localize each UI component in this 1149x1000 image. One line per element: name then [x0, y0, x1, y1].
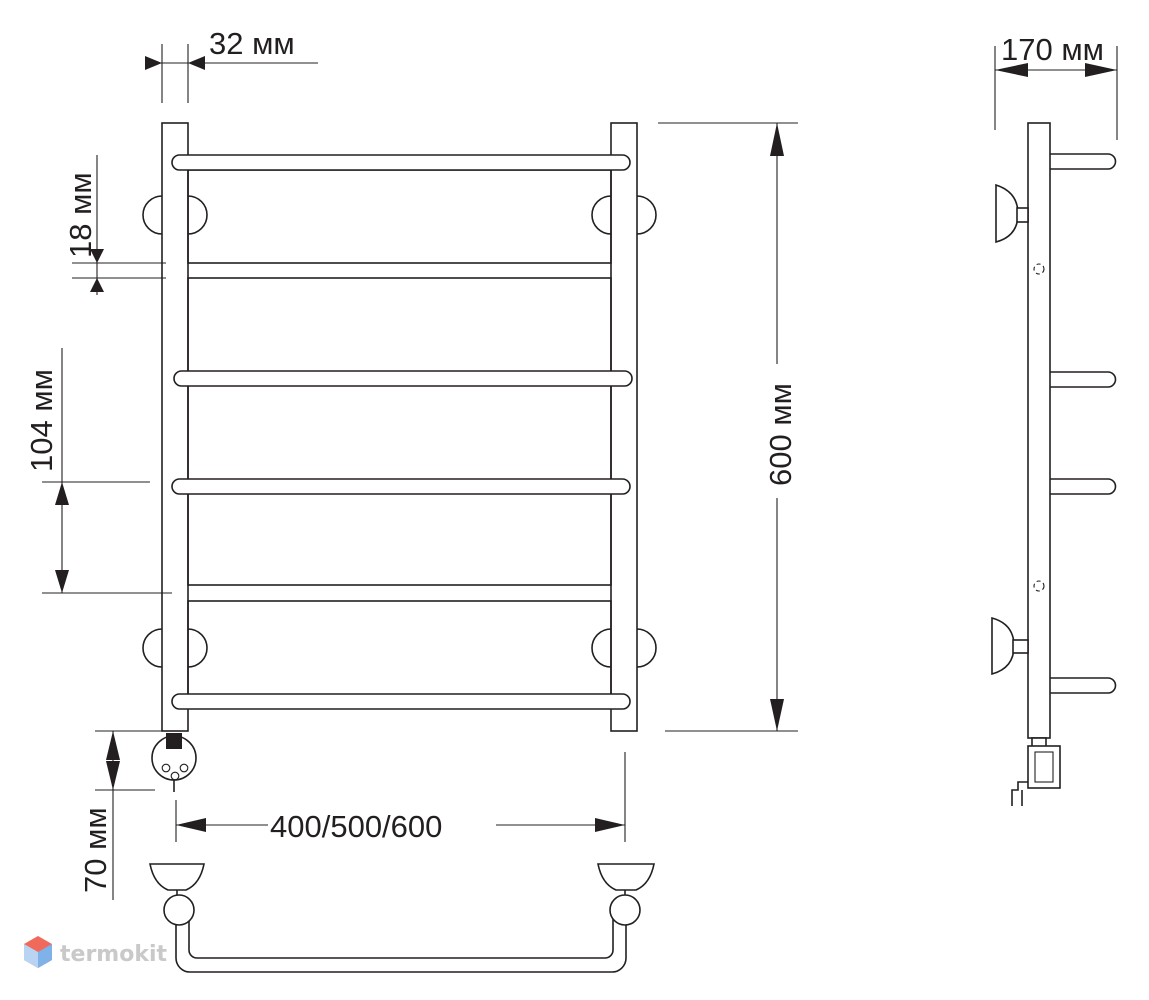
front-view [142, 122, 657, 792]
side-mount-bottom [991, 616, 1015, 676]
dimension-gap: 18 мм [63, 155, 166, 295]
left-post [161, 122, 189, 732]
dim-pipe-label: 32 мм [209, 26, 295, 61]
side-view [991, 122, 1117, 806]
dimension-pitch: 104 мм [24, 348, 172, 594]
side-rung-1 [1050, 153, 1117, 170]
right-post [610, 122, 638, 732]
heater-unit [151, 733, 197, 792]
dim-offset-label: 70 мм [78, 807, 113, 893]
top-view-bracket-left [149, 863, 205, 891]
rung-4 [171, 693, 631, 710]
side-mount-top [995, 183, 1019, 244]
side-rung-2 [1050, 371, 1117, 388]
dim-pitch-label: 104 мм [24, 369, 59, 472]
mount-top-right [591, 195, 612, 235]
side-heater [1011, 737, 1061, 806]
watermark: termokit [24, 936, 167, 968]
side-rung-3 [1050, 478, 1117, 495]
dim-height-label: 600 мм [763, 383, 798, 486]
rung-1 [171, 154, 631, 171]
mount-bottom-right [591, 628, 612, 668]
dimension-offset: 70 мм [78, 730, 162, 900]
mount-bottom-left [142, 628, 163, 668]
rung-3 [171, 478, 631, 495]
dimension-height: 600 мм [658, 122, 798, 732]
mount-top-left [142, 195, 163, 235]
side-view-post [1027, 122, 1051, 739]
dimension-pipe: 32 мм [145, 26, 318, 103]
top-view-rail [175, 905, 627, 973]
top-view [149, 863, 655, 973]
dim-depth-label: 170 мм [1001, 32, 1104, 67]
dim-width-label: 400/500/600 [270, 809, 442, 844]
watermark-text: termokit [60, 942, 167, 967]
dim-gap-label: 18 мм [63, 172, 98, 258]
panel-2 [187, 277, 612, 586]
side-rung-4 [1050, 677, 1117, 694]
panel-3 [187, 600, 612, 696]
dimension-depth: 170 мм [994, 32, 1118, 140]
rung-2 [173, 370, 633, 387]
dimension-width: 400/500/600 [175, 752, 626, 844]
top-view-bracket-right [597, 863, 655, 891]
panel-1 [187, 169, 612, 264]
